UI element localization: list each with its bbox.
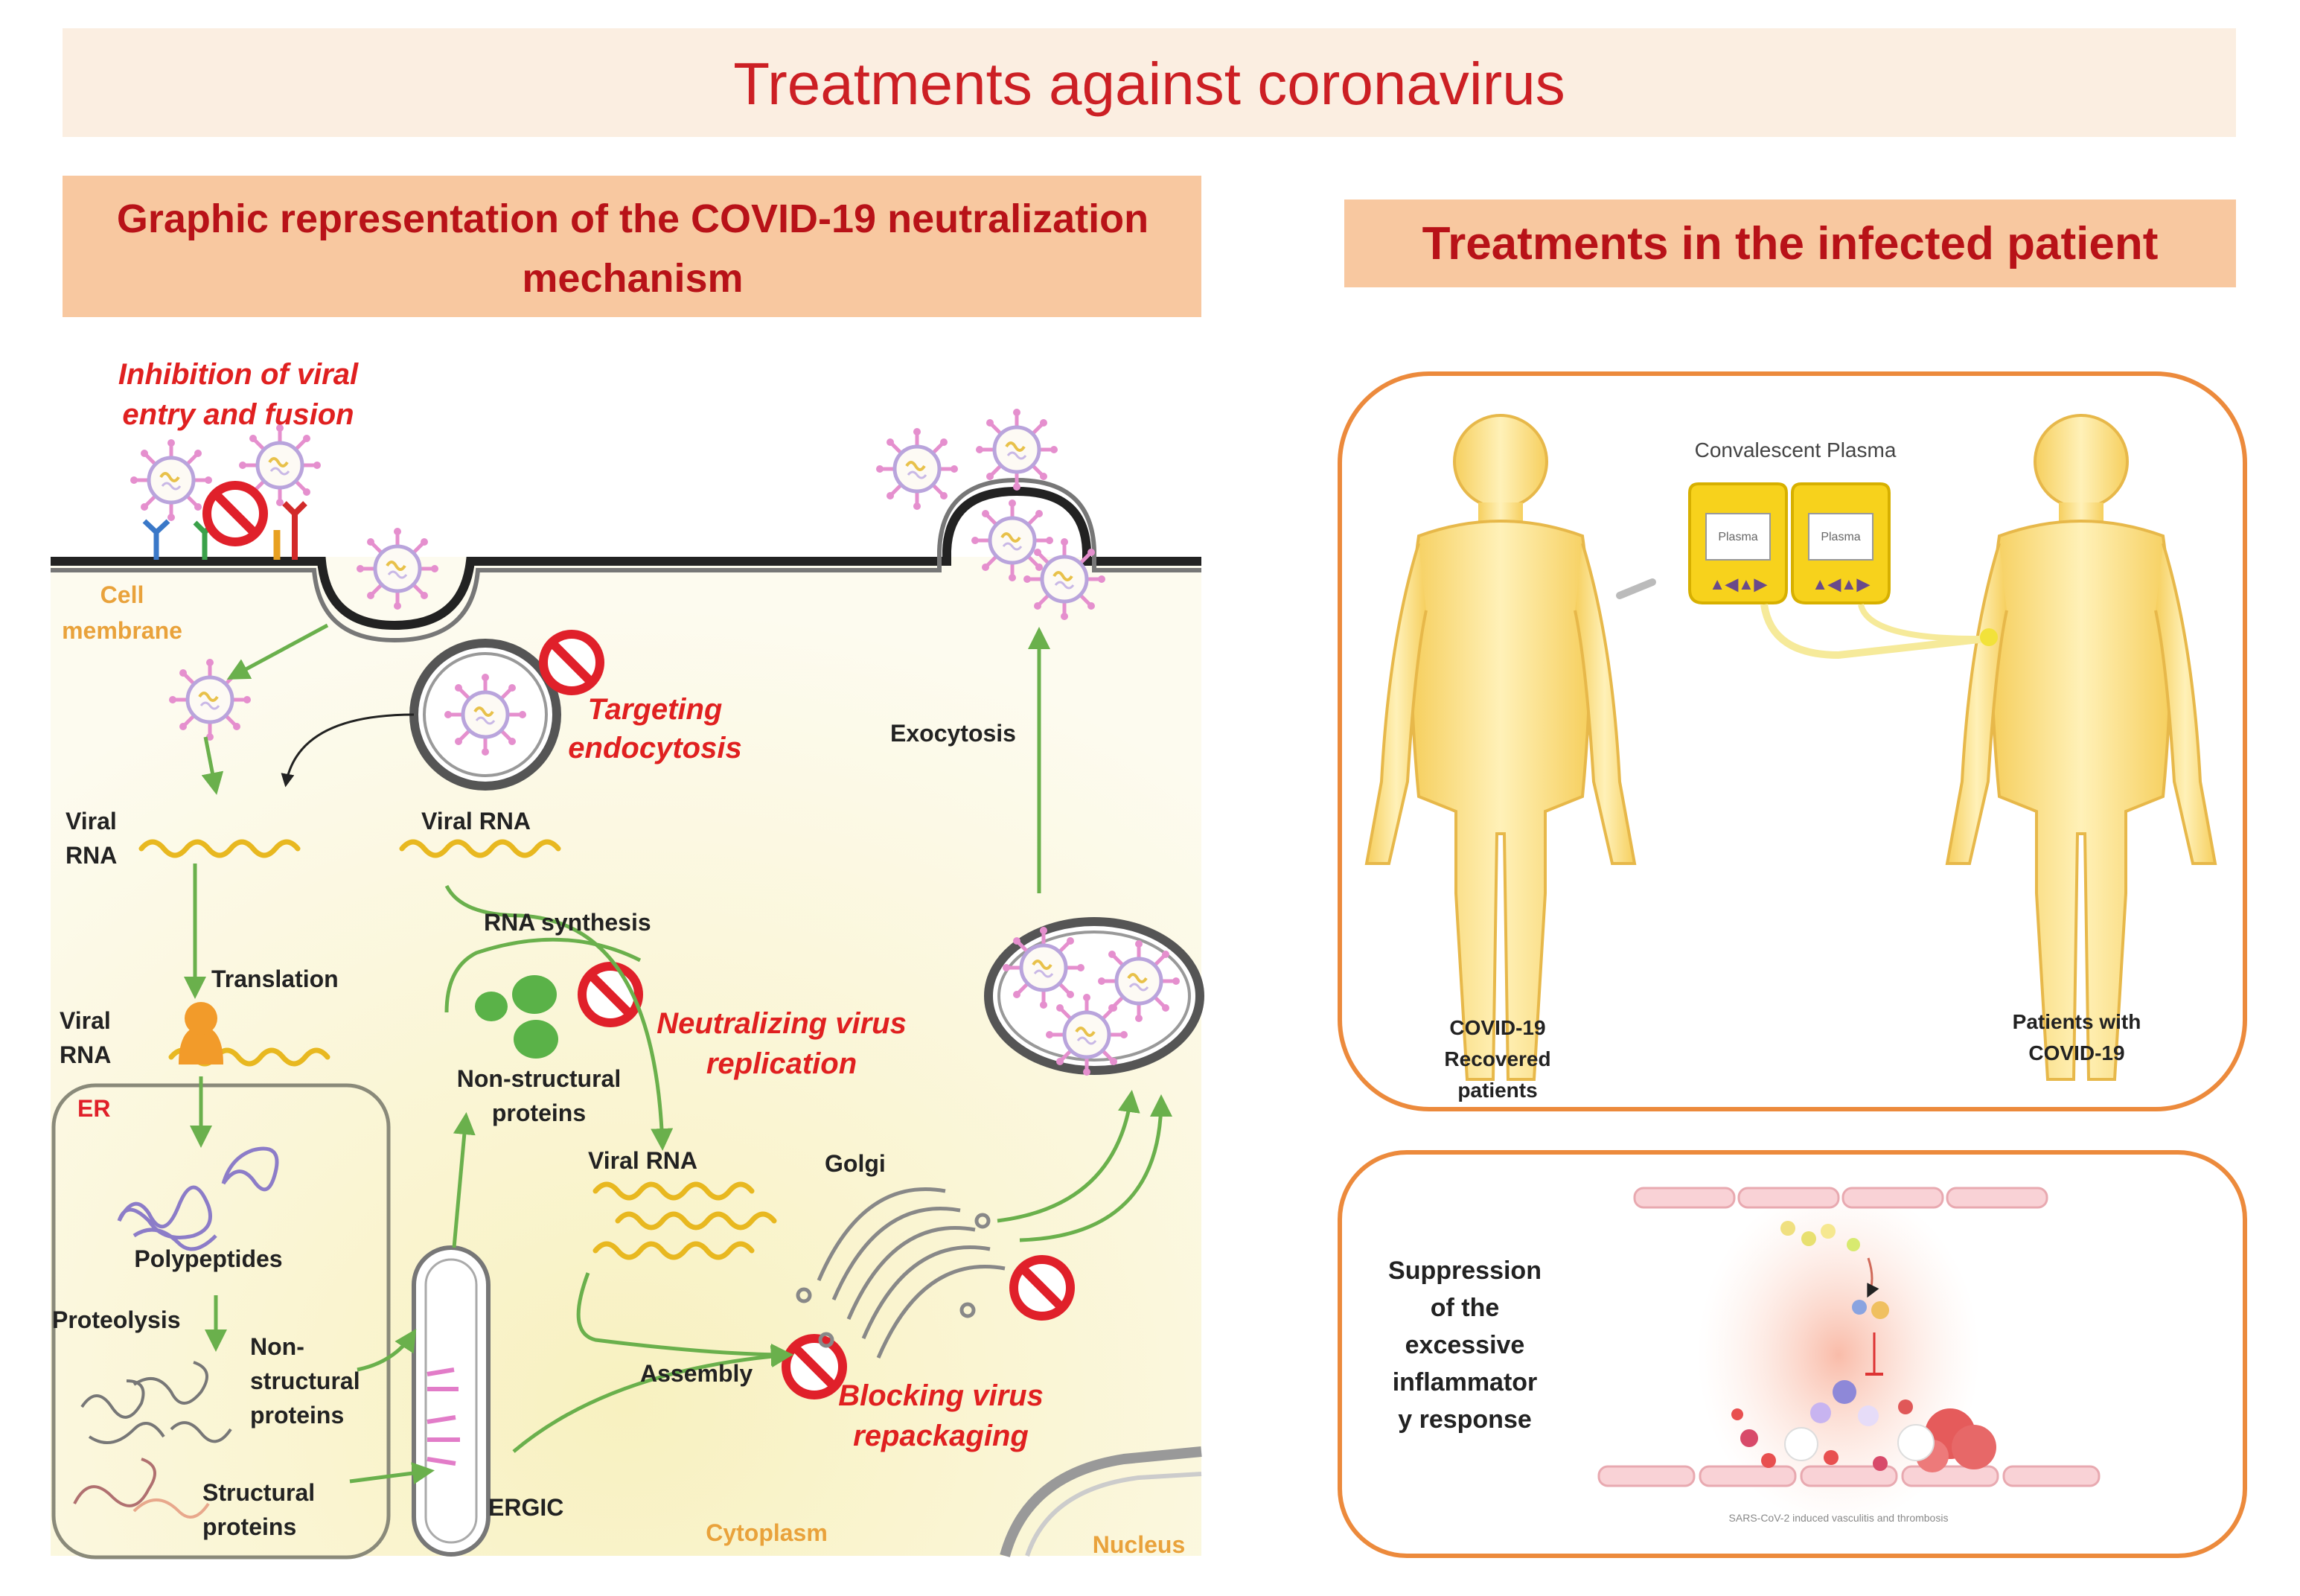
label-non-3: proteins xyxy=(250,1402,344,1429)
inhibition-no-sign xyxy=(786,1338,843,1395)
suppression-line-2: of the xyxy=(1431,1294,1500,1322)
label-viral-rna-a2: RNA xyxy=(66,842,117,869)
right-header-title: Treatments in the infected patient xyxy=(1422,218,2159,269)
label-polypeptides: Polypeptides xyxy=(134,1245,282,1272)
label-inhibition-2: entry and fusion xyxy=(122,398,354,431)
label-proteolysis: Proteolysis xyxy=(52,1306,181,1333)
endothelium-bottom xyxy=(1597,1465,2101,1487)
virus-particle xyxy=(169,659,251,741)
virus-particle xyxy=(444,674,526,756)
right-panel-header xyxy=(1344,200,2236,287)
donor-label-1: COVID-19 xyxy=(1449,1016,1545,1039)
label-targeting-1: Targeting xyxy=(588,693,723,726)
label-non-2: structural xyxy=(250,1367,360,1394)
label-viral-rna-c1: Viral xyxy=(60,1007,111,1034)
suppression-line-1: Suppression xyxy=(1388,1257,1542,1285)
label-blocking-1: Blocking virus xyxy=(838,1379,1044,1412)
inhibition-no-sign xyxy=(543,634,600,691)
endothelium-top xyxy=(1633,1187,2048,1209)
label-membrane: membrane xyxy=(62,617,182,644)
infusion-point xyxy=(1980,628,1998,646)
inhibition-no-sign xyxy=(1014,1260,1070,1316)
virus-particle xyxy=(1003,927,1084,1009)
convalescent-plasma-panel: Convalescent Plasma Plasma ▲◀▲▶ Plasma ▲… xyxy=(1338,371,2247,1111)
plasma-title: Convalescent Plasma xyxy=(1695,438,1897,462)
label-exocytosis: Exocytosis xyxy=(890,720,1016,747)
label-structural-1: Structural xyxy=(202,1479,315,1506)
proteolysis-fragments xyxy=(80,1361,232,1444)
virus-particle xyxy=(971,499,1053,581)
recipient-label-2: COVID-19 xyxy=(2028,1041,2124,1064)
label-non-1: Non- xyxy=(250,1333,304,1360)
plasma-bag: Plasma ▲◀▲▶ xyxy=(1688,482,1788,604)
pathway-arrows xyxy=(184,623,1172,1484)
recipient-label-1: Patients with xyxy=(2013,1010,2141,1033)
inflammation-panel: Suppression of the excessive inflammator… xyxy=(1338,1150,2247,1558)
donor-label-3: patients xyxy=(1457,1079,1537,1102)
label-nonstructural-2: proteins xyxy=(492,1099,586,1126)
virus-particle xyxy=(130,439,212,521)
label-golgi: Golgi xyxy=(825,1150,886,1177)
left-header-line1: Graphic representation of the COVID-19 n… xyxy=(117,197,1149,241)
ergic-spike-proteins xyxy=(427,1367,460,1466)
virus-particle xyxy=(357,528,438,610)
virus-particle xyxy=(876,428,958,510)
label-targeting-2: endocytosis xyxy=(568,732,741,765)
donor-needle xyxy=(1616,578,1656,599)
page-title: Treatments against coronavirus xyxy=(733,51,1565,117)
inhibition-no-sign xyxy=(207,485,263,542)
structural-protein-fragments xyxy=(73,1458,210,1519)
label-nucleus: Nucleus xyxy=(1093,1531,1185,1558)
suppression-line-5: y response xyxy=(1398,1405,1532,1434)
polypeptides-squiggle xyxy=(117,1146,279,1251)
label-viral-rna-d: Viral RNA xyxy=(588,1147,697,1174)
immune-cells xyxy=(1731,1221,1996,1472)
cell-membrane-inner xyxy=(51,477,1201,643)
left-panel-header xyxy=(63,176,1201,317)
vessel-caption: SARS-CoV-2 induced vasculitis and thromb… xyxy=(1729,1512,1949,1524)
blood-vessel-illustration: SARS-CoV-2 induced vasculitis and thromb… xyxy=(1597,1184,2101,1526)
plasma-bag: Plasma ▲◀▲▶ xyxy=(1791,482,1891,604)
title-banner xyxy=(63,28,2236,137)
label-cell: Cell xyxy=(100,581,144,608)
label-ergic: ERGIC xyxy=(488,1494,563,1521)
label-assembly: Assembly xyxy=(640,1360,753,1387)
svg-text:▲◀▲▶: ▲◀▲▶ xyxy=(1709,575,1767,593)
label-translation: Translation xyxy=(211,965,339,992)
endoplasmic-reticulum xyxy=(51,1083,391,1560)
virus-particle xyxy=(1046,994,1128,1076)
suppression-line-3: excessive xyxy=(1405,1331,1525,1359)
label-structural-2: proteins xyxy=(202,1513,296,1540)
left-header-line2: mechanism xyxy=(522,256,743,301)
nucleus-envelope xyxy=(1000,1446,1202,1557)
label-blocking-2: repackaging xyxy=(853,1420,1029,1452)
label-neutralizing-2: replication xyxy=(706,1047,857,1080)
plasma-bag-label: Plasma xyxy=(1718,531,1757,543)
label-nonstructural-1: Non-structural xyxy=(457,1065,621,1092)
label-inhibition-1: Inhibition of viral xyxy=(118,358,359,391)
virus-particle xyxy=(976,409,1058,491)
label-cytoplasm: Cytoplasm xyxy=(706,1519,828,1546)
cell-diagram: Inhibition of viral entry and fusion Cel… xyxy=(51,358,1204,1560)
golgi-apparatus xyxy=(796,1187,1006,1359)
label-rna-synthesis: RNA synthesis xyxy=(484,909,651,936)
inhibition-no-sign xyxy=(582,966,639,1023)
label-viral-rna-b: Viral RNA xyxy=(421,808,531,834)
label-er: ER xyxy=(77,1095,110,1122)
ribosome xyxy=(179,1026,223,1064)
surface-receptors xyxy=(142,501,307,560)
label-viral-rna-c2: RNA xyxy=(60,1041,111,1068)
label-viral-rna-a1: Viral xyxy=(66,808,117,834)
label-neutralizing-1: Neutralizing virus xyxy=(657,1007,907,1040)
plasma-bag-label: Plasma xyxy=(1821,531,1860,543)
suppression-line-4: inflammator xyxy=(1393,1368,1538,1396)
nonstructural-protein-blobs xyxy=(475,975,558,1059)
virus-particle xyxy=(1023,538,1105,620)
endosome-release-arrow xyxy=(281,713,415,788)
plasma-tube xyxy=(1760,604,1987,660)
cell-membrane xyxy=(51,486,1201,631)
donor-label-2: Recovered xyxy=(1444,1047,1550,1070)
svg-text:▲◀▲▶: ▲◀▲▶ xyxy=(1812,575,1870,593)
